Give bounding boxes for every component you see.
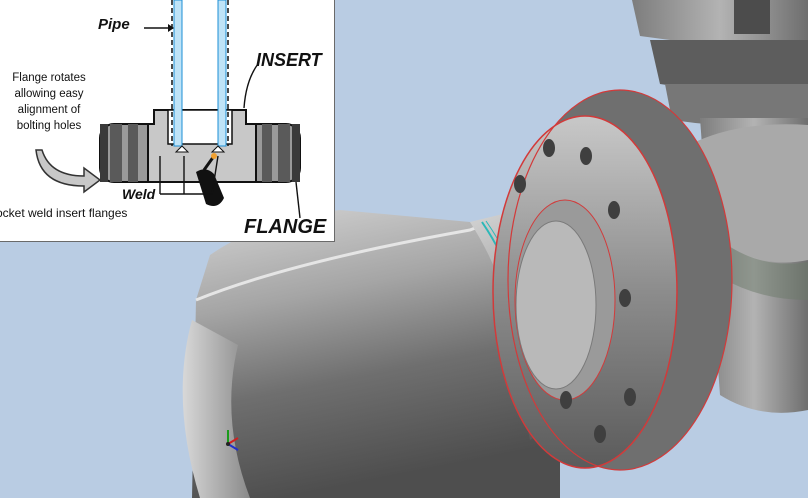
rotation-note: Flange rotates allowing easy alignment o… xyxy=(12,72,86,132)
welding-torch-icon xyxy=(196,153,224,206)
pipe-schematic xyxy=(171,0,229,147)
triad-axes-icon xyxy=(226,430,239,451)
pipe-label: Pipe xyxy=(98,16,130,33)
curved-arrow-icon xyxy=(35,149,102,194)
weld-label: Weld xyxy=(122,186,156,202)
pipe-section xyxy=(182,210,560,498)
bolt-holes xyxy=(514,139,636,443)
insert-flange-schematic xyxy=(35,0,301,219)
flange-label: FLANGE xyxy=(244,216,327,238)
schematic-inset: Pipe INSERT Weld FLANGE Flange rotates a… xyxy=(0,0,335,242)
insert-label: INSERT xyxy=(256,50,322,70)
flange-disc xyxy=(492,89,733,471)
inset-caption: ocket weld insert flanges xyxy=(0,206,128,220)
